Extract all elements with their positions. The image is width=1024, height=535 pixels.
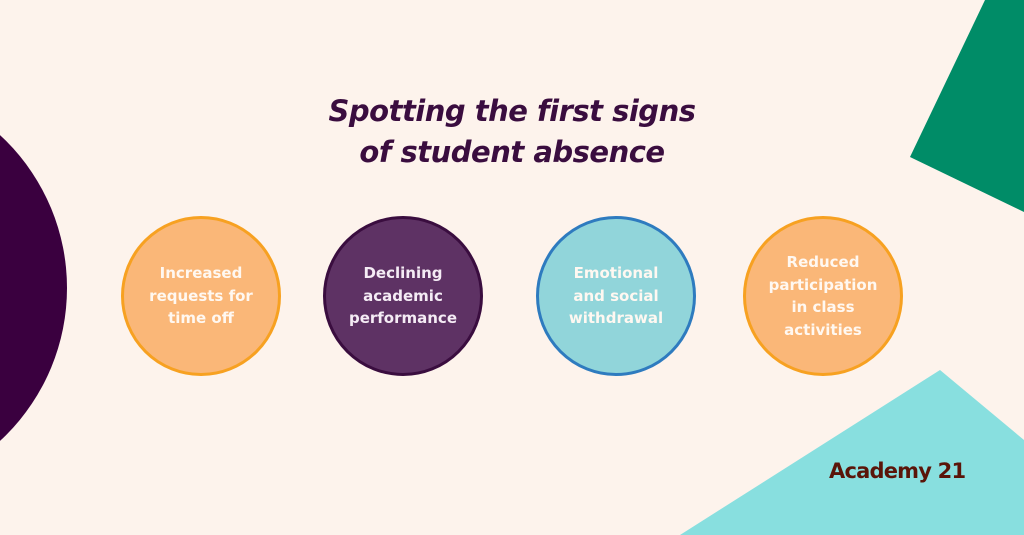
title-line-1: Spotting the first signs bbox=[328, 94, 696, 128]
sign-label-line: requests for bbox=[149, 286, 253, 305]
sign-label-line: time off bbox=[168, 309, 234, 328]
title-line-2: of student absence bbox=[359, 135, 665, 169]
sign-label: Emotional and social withdrawal bbox=[569, 262, 663, 330]
sign-label-line: withdrawal bbox=[568, 309, 664, 328]
sign-label-line: in class bbox=[791, 298, 855, 316]
sign-label-line: performance bbox=[348, 309, 458, 328]
sign-label: Declining academic performance bbox=[349, 262, 457, 330]
sign-label-line: participation bbox=[768, 275, 878, 294]
sign-label-line: Increased bbox=[159, 264, 243, 283]
academy-21-logo: Academy 21 bbox=[829, 459, 966, 483]
sign-label: Increased requests for time off bbox=[149, 262, 253, 330]
sign-circle-declining-performance: Declining academic performance bbox=[323, 216, 483, 376]
sign-label-line: activities bbox=[784, 320, 862, 339]
sign-circle-reduced-participation: Reduced participation in class activitie… bbox=[743, 216, 903, 376]
decorative-teal-triangle bbox=[680, 370, 1024, 535]
sign-circle-increased-requests: Increased requests for time off bbox=[121, 216, 281, 376]
sign-label: Reduced participation in class activitie… bbox=[769, 251, 878, 341]
decorative-green-shape bbox=[910, 0, 1024, 212]
sign-label-line: Emotional bbox=[573, 264, 659, 283]
sign-circle-emotional-withdrawal: Emotional and social withdrawal bbox=[536, 216, 696, 376]
sign-label-line: Declining bbox=[363, 264, 443, 283]
page-title: Spotting the first signs of student abse… bbox=[262, 91, 762, 173]
sign-label-line: Reduced bbox=[786, 253, 860, 271]
sign-label-line: academic bbox=[363, 286, 443, 305]
decorative-purple-semicircle bbox=[0, 135, 67, 441]
sign-label-line: and social bbox=[573, 286, 659, 305]
